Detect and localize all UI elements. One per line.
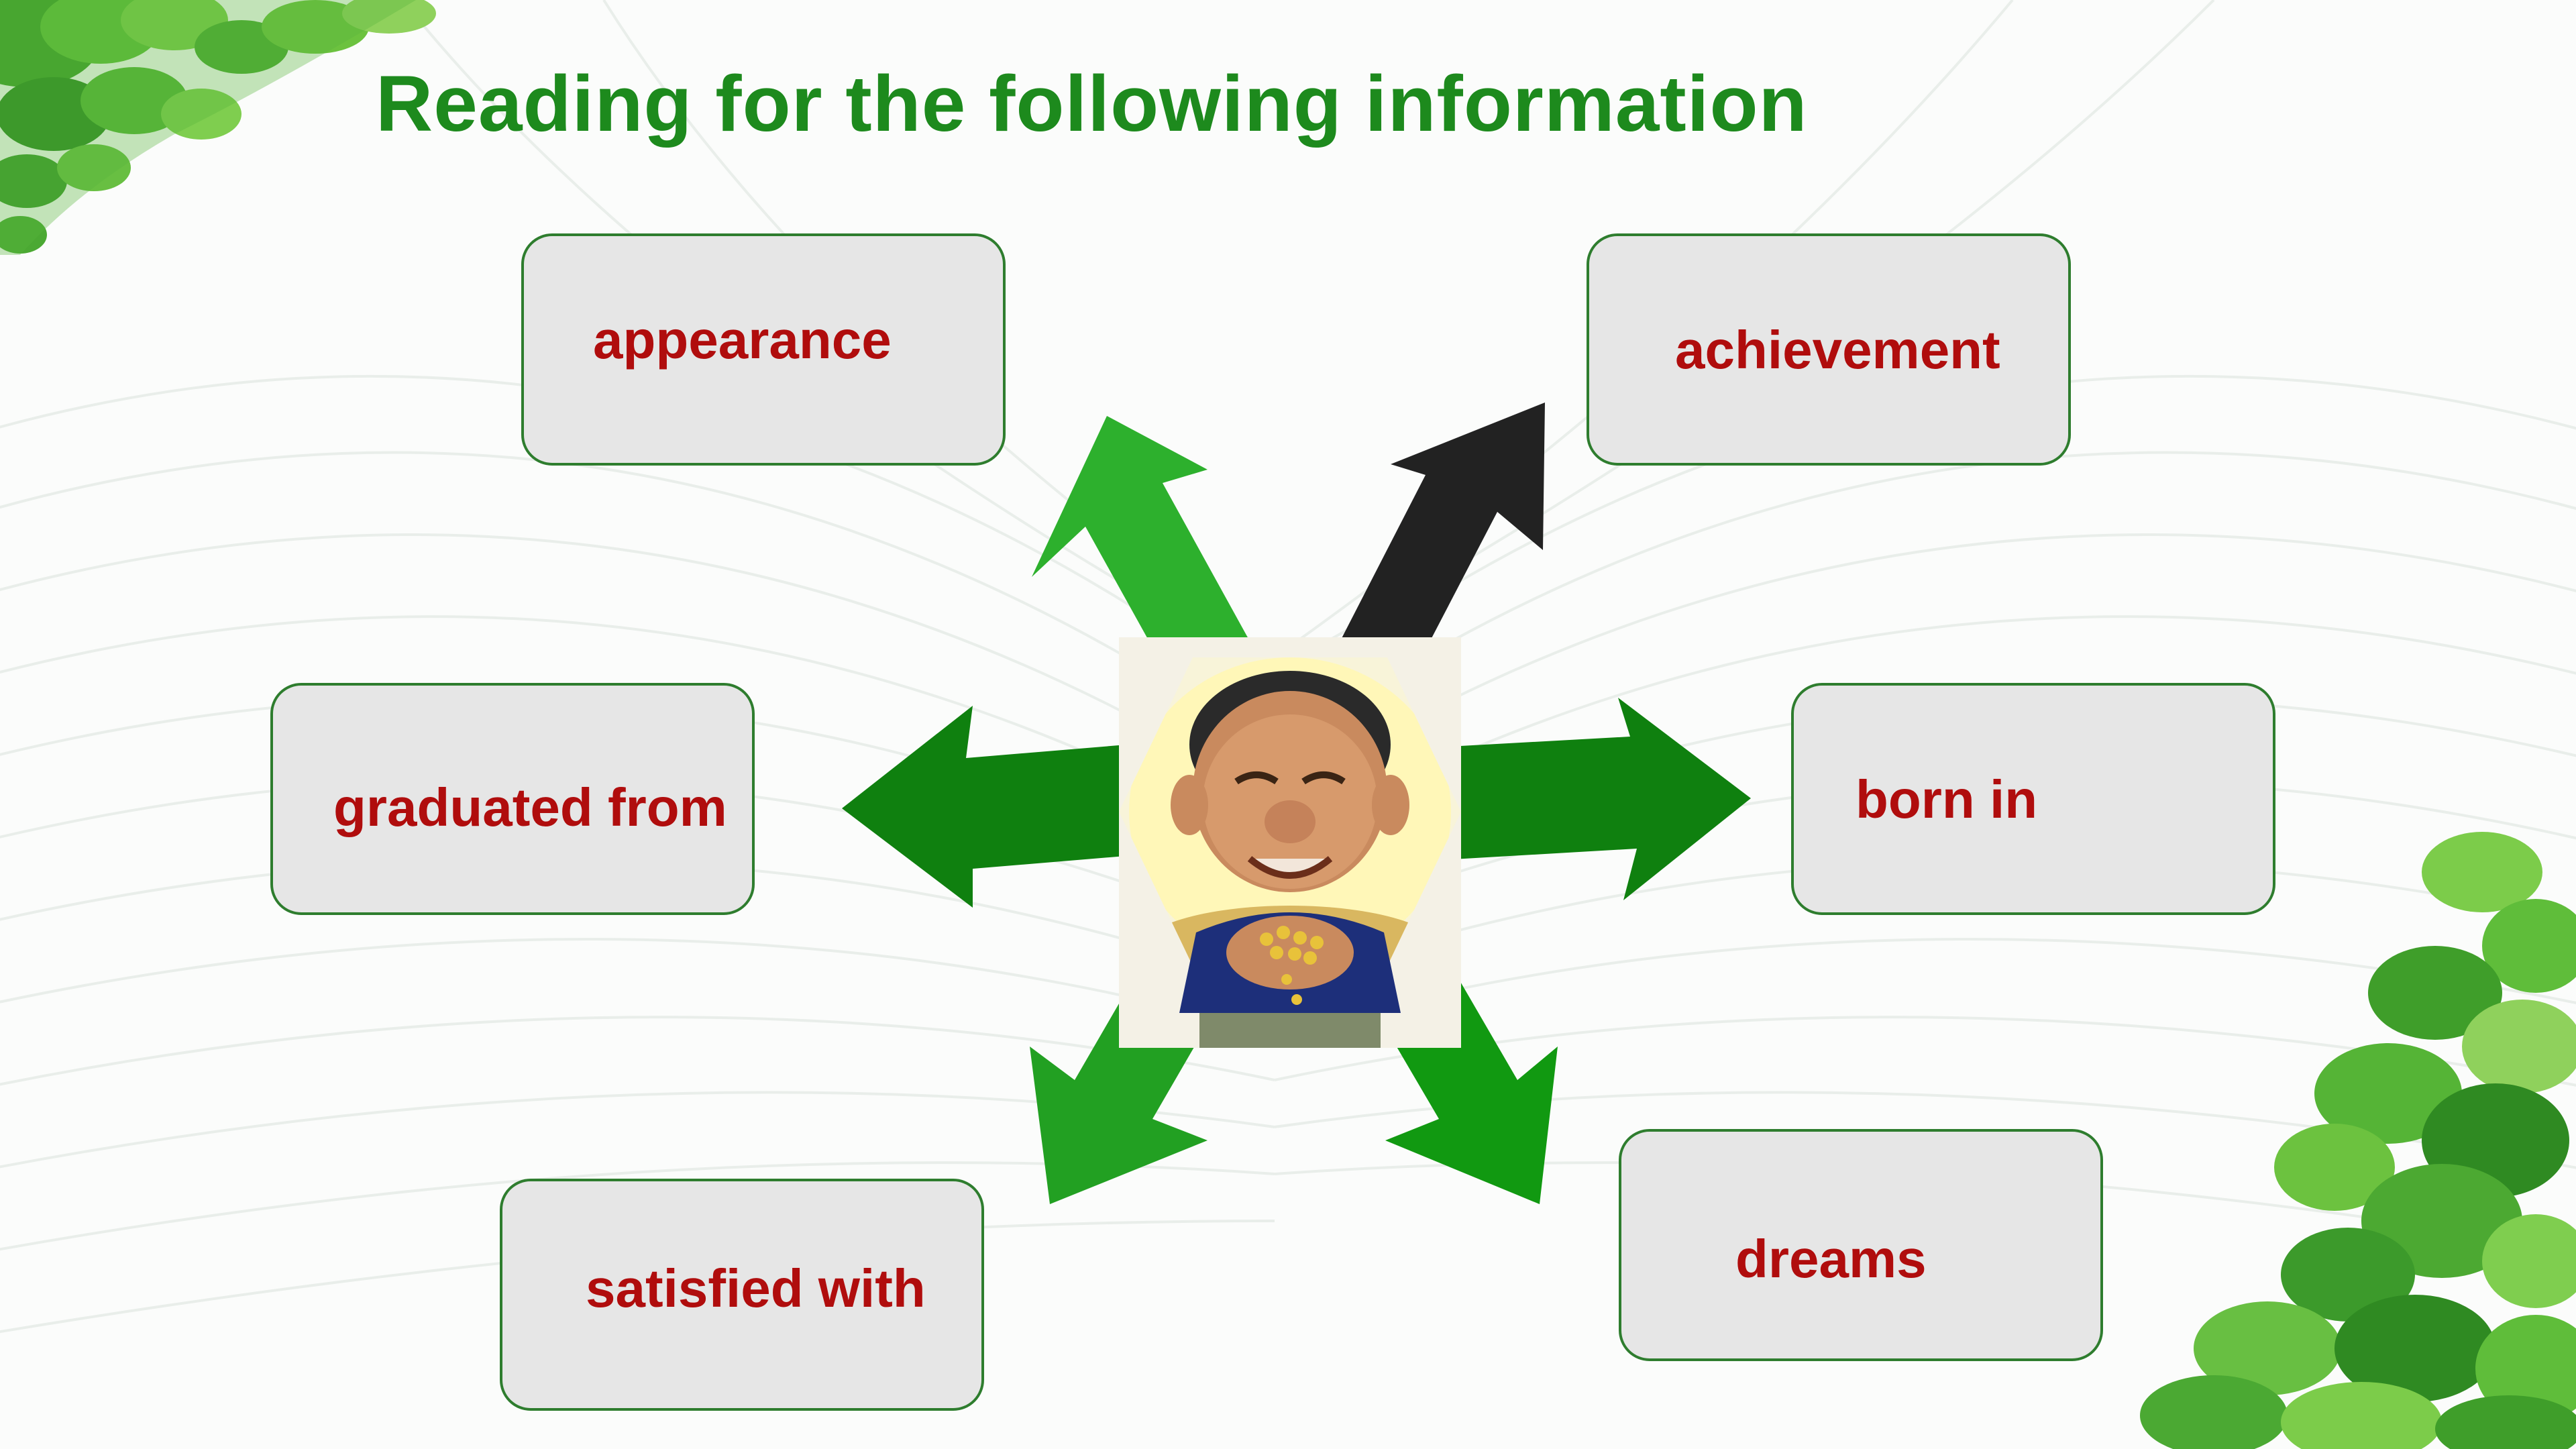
- slide-title: Reading for the following information: [376, 60, 1808, 148]
- arrow-to-achievement: [1325, 402, 1545, 708]
- box-dreams: dreams: [1619, 1129, 2103, 1361]
- farmer-portrait-icon: [1119, 637, 1461, 1048]
- label-achievement: achievement: [1675, 320, 2000, 380]
- arrow-to-graduated-from: [842, 706, 1174, 908]
- label-born-in: born in: [1856, 769, 2038, 829]
- box-born-in: born in: [1791, 683, 2275, 915]
- box-appearance: appearance: [521, 233, 1006, 466]
- box-graduated-from: graduated from: [270, 683, 755, 915]
- box-achievement: achievement: [1587, 233, 2071, 466]
- leaves-decoration-top-left: [0, 0, 436, 255]
- leaves-decoration-bottom-right: [2140, 832, 2576, 1449]
- label-appearance: appearance: [593, 310, 892, 370]
- arrow-to-born-in: [1424, 698, 1751, 900]
- label-graduated-from: graduated from: [333, 777, 727, 837]
- label-dreams: dreams: [1735, 1229, 1927, 1289]
- box-satisfied-with: satisfied with: [500, 1179, 984, 1411]
- label-satisfied-with: satisfied with: [586, 1258, 926, 1318]
